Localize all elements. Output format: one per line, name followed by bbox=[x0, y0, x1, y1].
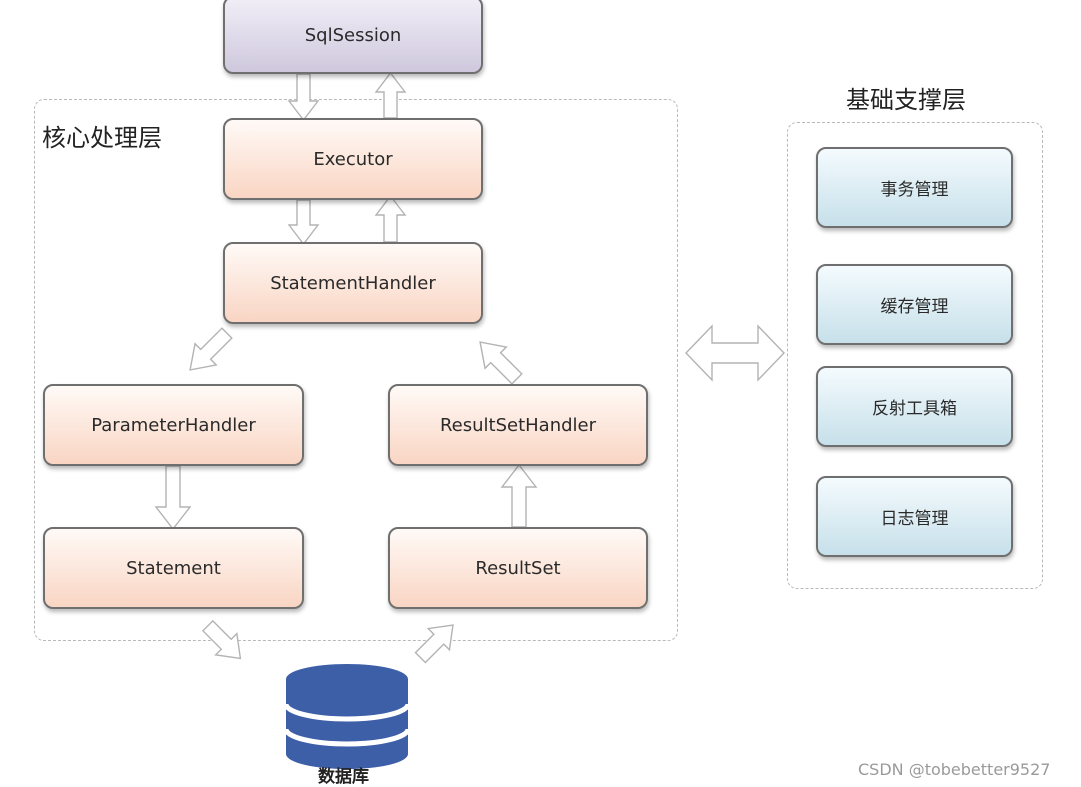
core-layer-group bbox=[34, 99, 678, 641]
sqlsession-node: SqlSession bbox=[223, 0, 483, 74]
database-label: 数据库 bbox=[318, 767, 369, 787]
arrow-database-to-resultset bbox=[414, 624, 454, 664]
arrow-statement-to-database bbox=[201, 619, 242, 660]
support-layer-title: 基础支撑层 bbox=[846, 86, 966, 114]
support-item-reflection: 反射工具箱 bbox=[816, 366, 1013, 447]
database-cylinder-icon bbox=[283, 664, 411, 769]
support-item-transaction: 事务管理 bbox=[816, 147, 1013, 228]
resultset-handler-node: ResultSetHandler bbox=[388, 384, 648, 466]
statement-handler-node: StatementHandler bbox=[223, 242, 483, 324]
support-layer-group bbox=[787, 122, 1043, 589]
support-item-logging: 日志管理 bbox=[816, 476, 1013, 557]
statement-node: Statement bbox=[43, 527, 304, 609]
core-layer-title: 核心处理层 bbox=[42, 124, 162, 152]
arrow-resultset-to-resultsethandler bbox=[500, 463, 538, 528]
resultset-node: ResultSet bbox=[388, 527, 648, 609]
arrow-sqlsession-to-executor bbox=[287, 73, 320, 122]
executor-node: Executor bbox=[223, 118, 483, 200]
arrow-statementhandler-to-parameterhandler bbox=[189, 327, 233, 371]
arrow-executor-to-sqlsession bbox=[374, 71, 407, 119]
watermark: CSDN @tobebetter9527 bbox=[858, 760, 1051, 779]
arrow-statementhandler-to-executor bbox=[374, 194, 407, 243]
arrow-executor-to-statementhandler bbox=[287, 199, 320, 246]
support-item-cache: 缓存管理 bbox=[816, 264, 1013, 345]
parameter-handler-node: ParameterHandler bbox=[43, 384, 304, 466]
arrow-core-support-bidirectional bbox=[685, 324, 785, 382]
arrow-resultsethandler-to-statementhandler bbox=[479, 341, 523, 385]
arrow-parameterhandler-to-statement bbox=[154, 465, 192, 531]
